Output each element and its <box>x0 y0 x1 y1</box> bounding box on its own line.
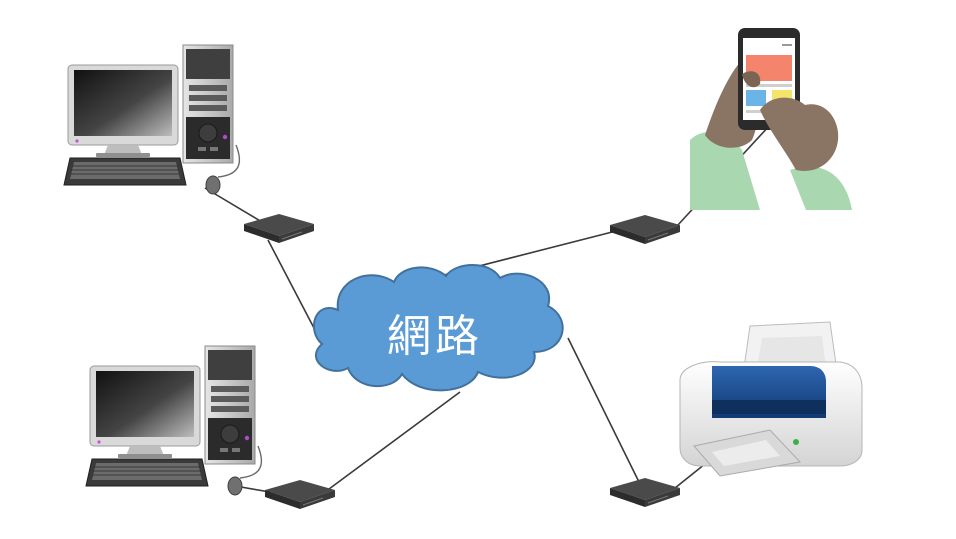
switch-bottom-right <box>609 477 681 508</box>
link-cloud-to-switch4 <box>567 337 641 485</box>
desktop-computer-icon <box>85 345 263 496</box>
printer-icon <box>679 321 863 477</box>
smartphone-in-hand-icon <box>690 28 852 210</box>
switch-bottom-left <box>264 479 336 510</box>
link-switch1-to-cloud <box>267 239 316 331</box>
network-cloud <box>312 264 564 392</box>
switch-top-right <box>609 214 681 245</box>
link-cloud-to-switch3 <box>324 391 461 493</box>
desktop-computer-icon <box>63 44 241 195</box>
